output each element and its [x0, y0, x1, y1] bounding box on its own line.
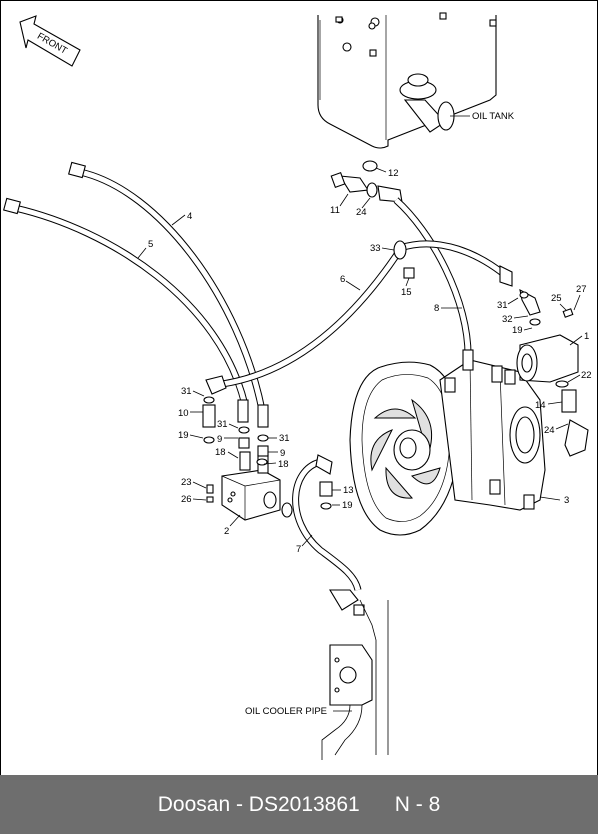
tank-fitting — [330, 160, 403, 203]
callout-26: 26 — [181, 494, 192, 505]
callout-22: 22 — [581, 370, 592, 381]
coupling-impeller-icon — [370, 398, 441, 499]
callout-4: 4 — [187, 211, 192, 222]
callout-14: 14 — [535, 400, 546, 411]
callout-12: 12 — [388, 168, 399, 179]
callout-18a: 18 — [215, 447, 226, 458]
callouts: 1 2 3 4 5 6 7 8 9 9 10 11 12 13 14 15 18… — [137, 167, 592, 555]
oil-tank-label: OIL TANK — [472, 111, 515, 122]
fitting-13 — [315, 454, 333, 510]
footer-bar: Doosan - DS2013861 N - 8 — [0, 775, 598, 834]
callout-31a: 31 — [181, 386, 192, 397]
callout-6: 6 — [340, 274, 345, 285]
callout-9b: 9 — [280, 448, 285, 459]
callout-31d: 31 — [497, 300, 508, 311]
callout-18b: 18 — [278, 459, 289, 470]
callout-25: 25 — [551, 293, 562, 304]
hoses — [3, 161, 508, 591]
callout-5: 5 — [148, 239, 153, 250]
footer-page: N - 8 — [394, 792, 441, 816]
footer-separator: - — [230, 792, 249, 816]
oil-cooler-pipe-label: OIL COOLER PIPE — [245, 706, 327, 717]
footer-gap — [360, 793, 395, 817]
main-pump — [349, 334, 579, 536]
front-arrow-icon: FRONT — [19, 15, 81, 67]
callout-19b: 19 — [342, 500, 353, 511]
hydraulic-pump-parts-diagram: FRONT OIL TANK — [3, 12, 592, 760]
oil-cooler-pipe: OIL COOLER PIPE — [245, 589, 389, 760]
valve-block — [202, 375, 293, 521]
callout-31b: 31 — [217, 419, 228, 430]
callout-27: 27 — [576, 284, 587, 295]
callout-32: 32 — [502, 314, 513, 325]
callout-15: 15 — [401, 287, 412, 298]
pump-side-fittings — [403, 265, 589, 457]
callout-8: 8 — [434, 303, 439, 314]
callout-1: 1 — [584, 331, 589, 342]
callout-11: 11 — [330, 205, 340, 216]
callout-23: 23 — [181, 477, 192, 488]
callout-19a: 19 — [178, 430, 189, 441]
callout-31c: 31 — [279, 433, 290, 444]
callout-7: 7 — [296, 544, 301, 555]
footer-code: DS2013861 — [248, 792, 360, 816]
callout-33: 33 — [370, 243, 381, 254]
callout-10: 10 — [178, 408, 189, 419]
callout-9a: 9 — [217, 434, 222, 445]
callout-13: 13 — [343, 485, 354, 496]
callout-24a: 24 — [356, 207, 367, 218]
callout-3: 3 — [564, 495, 569, 506]
footer-brand: Doosan — [157, 792, 231, 816]
callout-24b: 24 — [544, 425, 555, 436]
callout-19c: 19 — [512, 325, 523, 336]
callout-2: 2 — [224, 526, 229, 537]
oil-tank: OIL TANK — [317, 12, 515, 149]
